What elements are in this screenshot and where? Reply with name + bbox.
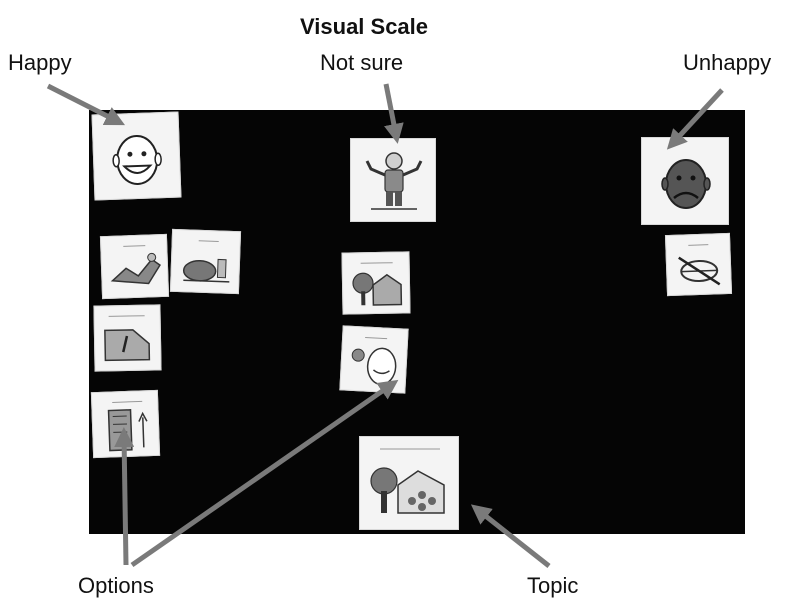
label-happy: Happy — [8, 50, 72, 75]
diagram-title: Visual Scale — [300, 14, 429, 39]
option-card-2 — [169, 228, 242, 295]
happy-card — [91, 111, 182, 201]
shrugging-person-icon — [365, 152, 423, 210]
option-symbol-icon — [104, 315, 151, 362]
topic-symbol-icon — [370, 448, 445, 514]
label-not-sure: Not sure — [320, 50, 404, 75]
label-options: Options — [78, 573, 154, 598]
option-symbol-icon — [182, 240, 230, 283]
unhappy-option-card — [664, 232, 733, 297]
option-card-6 — [339, 325, 409, 394]
happy-face-icon — [112, 134, 162, 185]
option-symbol-icon — [110, 245, 161, 285]
option-symbol-icon — [107, 400, 148, 452]
label-topic: Topic — [527, 573, 579, 598]
label-unhappy: Unhappy — [683, 50, 772, 75]
option-symbol-icon — [352, 262, 403, 306]
option-symbol-icon — [351, 337, 397, 386]
option-card-1 — [99, 233, 170, 300]
option-card-4 — [90, 389, 161, 459]
topic-card — [359, 436, 459, 530]
option-card-5 — [341, 251, 411, 315]
option-card-3 — [93, 304, 162, 372]
unhappy-face-icon — [661, 159, 711, 209]
not-sure-card — [350, 138, 436, 222]
option-symbol-icon — [678, 244, 721, 286]
unhappy-card — [641, 137, 729, 225]
